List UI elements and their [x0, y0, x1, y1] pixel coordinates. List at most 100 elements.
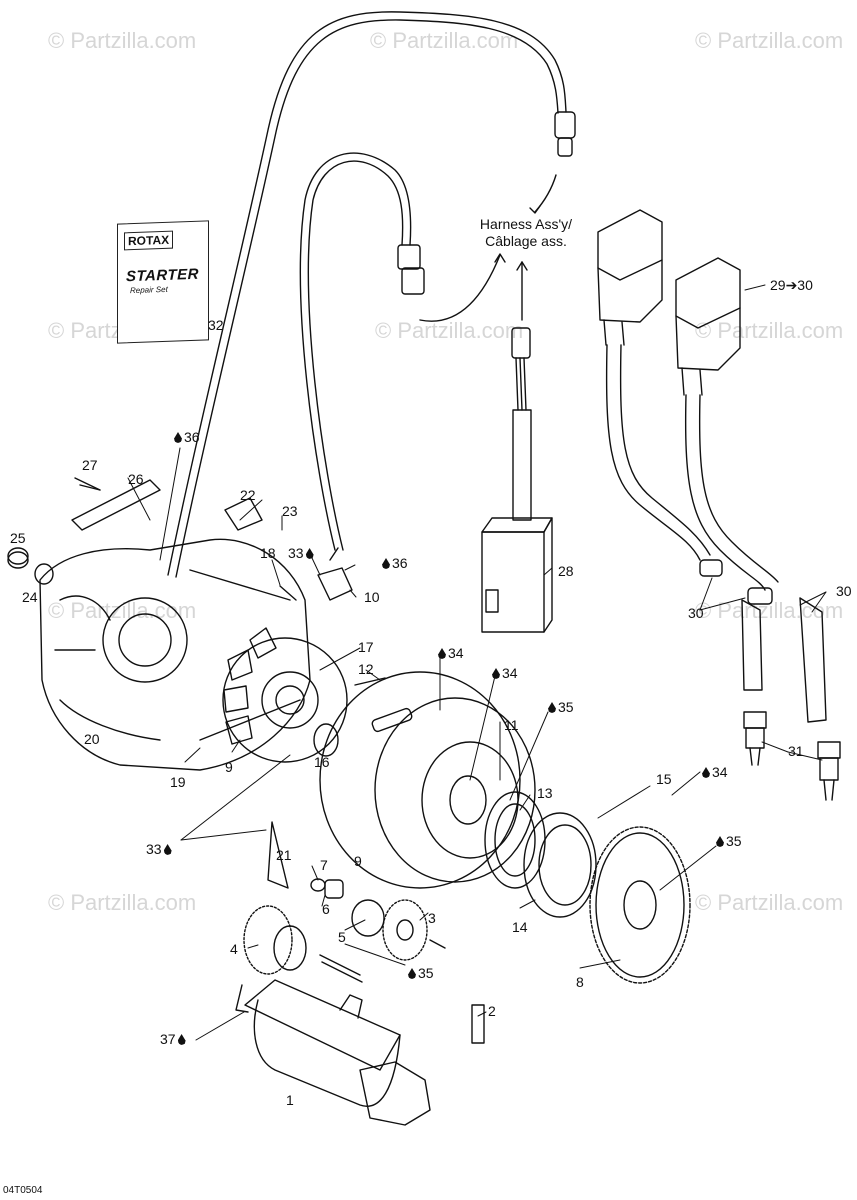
- callout-34-screw: 34: [700, 765, 728, 779]
- callout-11: 11: [504, 717, 519, 733]
- starter-repair-set-booklet: ROTAX STARTER Repair Set: [117, 220, 209, 344]
- lubricant-drop-icon: [716, 836, 724, 847]
- callout-35-shafts: 35: [406, 966, 434, 980]
- callout-34-flywheel: 34: [436, 646, 464, 660]
- callout-30-right: 30: [836, 583, 852, 599]
- callout-22: 22: [240, 487, 256, 503]
- starter-motor: [235, 979, 485, 1126]
- callout-34-hub: 34: [490, 666, 518, 680]
- callout-36-housing-text: 36: [184, 429, 200, 445]
- callout-1: 1: [286, 1092, 294, 1108]
- callout-13: 13: [537, 785, 553, 801]
- callout-9-stator: 9: [225, 759, 233, 775]
- callout-33-upper: 33: [288, 546, 316, 560]
- callout-26: 26: [128, 471, 144, 487]
- callout-37-text: 37: [160, 1031, 176, 1047]
- callout-14: 14: [512, 919, 528, 935]
- screw-21: [267, 821, 289, 889]
- callout-21: 21: [276, 847, 292, 863]
- callout-25: 25: [10, 530, 26, 546]
- callout-36-housing: 36: [172, 430, 200, 444]
- callout-24: 24: [22, 589, 38, 605]
- rotax-logo: ROTAX: [124, 230, 174, 251]
- harness-cable-upper: [167, 11, 576, 578]
- callout-35-clutch: 35: [546, 700, 574, 714]
- callout-31: 31: [788, 743, 804, 759]
- callout-27: 27: [82, 457, 98, 473]
- callout-33-lower: 33: [146, 842, 174, 856]
- callout-30-left: 30: [688, 605, 704, 621]
- cdi-module: [481, 327, 553, 633]
- watermark: © Partzilla.com: [48, 890, 197, 915]
- ring-gear: [589, 826, 691, 984]
- screw-27: [74, 477, 101, 491]
- callout-32: 32: [208, 317, 224, 333]
- reduction-gears: [243, 878, 446, 983]
- watermark: © Partzilla.com: [695, 318, 844, 343]
- callout-9-flywheel: 9: [354, 853, 362, 869]
- callout-19: 19: [170, 774, 186, 790]
- starter-clutch: [484, 791, 597, 918]
- callout-29-30: 29➔30: [770, 277, 813, 293]
- callout-35-ring-gear: 35: [714, 834, 742, 848]
- callout-7: 7: [320, 857, 328, 873]
- repair-set-title: STARTER: [126, 265, 199, 286]
- watermark: © Partzilla.com: [695, 890, 844, 915]
- callout-17: 17: [358, 639, 374, 655]
- callout-12: 12: [358, 661, 374, 677]
- callout-35-ring-gear-text: 35: [726, 833, 742, 849]
- lubricant-drop-icon: [548, 702, 556, 713]
- harness-cable-lower: [299, 152, 425, 551]
- callout-33-upper-text: 33: [288, 545, 304, 561]
- callout-36-sensor: 36: [380, 556, 408, 570]
- callout-18: 18: [260, 545, 276, 561]
- callout-34-flywheel-text: 34: [448, 645, 464, 661]
- lubricant-drop-icon: [174, 432, 182, 443]
- lubricant-drop-icon: [702, 767, 710, 778]
- callout-15: 15: [656, 771, 672, 787]
- callout-33-lower-text: 33: [146, 841, 162, 857]
- callout-34-screw-text: 34: [712, 764, 728, 780]
- lubricant-drop-icon: [177, 1034, 186, 1045]
- callout-16: 16: [314, 754, 330, 770]
- callout-37: 37: [160, 1032, 188, 1046]
- callout-6: 6: [322, 901, 330, 917]
- callout-20: 20: [84, 731, 100, 747]
- leader-lines: [127, 284, 827, 1041]
- diagram-code: 04T0504: [3, 1185, 43, 1196]
- callout-2: 2: [488, 1003, 496, 1019]
- callout-35-shafts-text: 35: [418, 965, 434, 981]
- callout-28: 28: [558, 563, 574, 579]
- ignition-coils: [597, 209, 779, 591]
- lubricant-drop-icon: [382, 558, 390, 569]
- bracket-22: [224, 497, 263, 531]
- callout-3: 3: [428, 910, 436, 926]
- callout-4: 4: [230, 941, 238, 957]
- callout-8: 8: [576, 974, 584, 990]
- harness-note-line1: Harness Ass'y/: [479, 216, 573, 232]
- callout-23: 23: [282, 503, 298, 519]
- lubricant-drop-icon: [492, 668, 500, 679]
- screw-12: [354, 677, 386, 686]
- watermark: © Partzilla.com: [370, 28, 519, 53]
- harness-note-line2: Câblage ass.: [485, 233, 567, 249]
- lubricant-drop-icon: [163, 844, 172, 855]
- screw-18: [279, 585, 297, 601]
- callout-36-sensor-text: 36: [392, 555, 408, 571]
- watermark: © Partzilla.com: [48, 28, 197, 53]
- stator: [222, 627, 348, 763]
- harness-note: Harness Ass'y/ Câblage ass.: [456, 216, 596, 250]
- flywheel: [319, 671, 536, 889]
- callout-5: 5: [338, 929, 346, 945]
- lubricant-drop-icon: [305, 548, 314, 559]
- sensor-10: [317, 547, 353, 601]
- lubricant-drop-icon: [438, 648, 446, 659]
- callout-10: 10: [364, 589, 380, 605]
- watermark: © Partzilla.com: [48, 598, 197, 623]
- lubricant-drop-icon: [408, 968, 416, 979]
- spark-plugs: [699, 559, 841, 801]
- watermark: © Partzilla.com: [695, 28, 844, 53]
- plug-and-oring: [7, 547, 54, 585]
- magneto-housing: [39, 479, 311, 771]
